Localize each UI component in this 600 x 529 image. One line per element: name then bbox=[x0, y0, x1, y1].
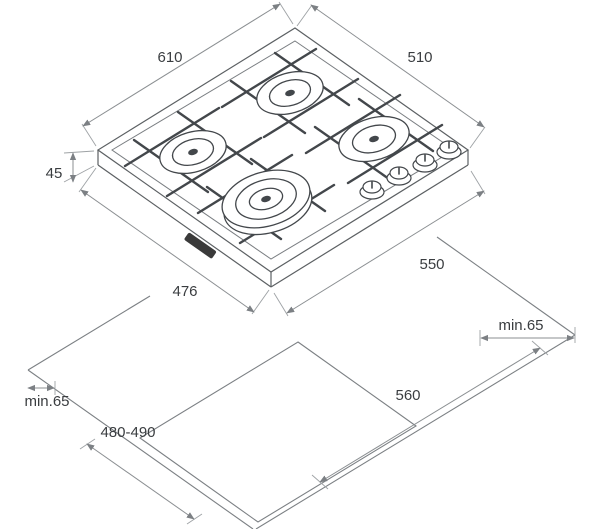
knob-3 bbox=[412, 153, 438, 173]
dim-hob-width: 610 bbox=[81, 1, 294, 147]
burner-left bbox=[159, 129, 227, 175]
worktop-cutout bbox=[139, 341, 417, 523]
dim-cutout-depth: 480-490 bbox=[79, 424, 203, 525]
dim-body-depth: 476 bbox=[78, 167, 270, 315]
dim-clearance-right: min.65 bbox=[479, 317, 576, 346]
dim-clearance-left: min.65 bbox=[24, 381, 70, 410]
worktop bbox=[27, 236, 576, 529]
clearance-right-label: min.65 bbox=[498, 317, 543, 334]
hob-height-label: 45 bbox=[46, 165, 63, 182]
hob bbox=[96, 27, 470, 288]
clearance-left-label: min.65 bbox=[24, 393, 69, 410]
cutout-depth-label: 480-490 bbox=[100, 424, 155, 441]
cutout-width-label: 560 bbox=[395, 387, 420, 404]
dim-hob-height: 45 bbox=[46, 150, 95, 183]
hob-width-label: 610 bbox=[157, 49, 182, 66]
hob-depth-label: 510 bbox=[407, 49, 432, 66]
control-knobs bbox=[359, 140, 462, 200]
body-depth-label: 476 bbox=[172, 283, 197, 300]
knob-2 bbox=[386, 166, 412, 186]
dim-hob-depth: 510 bbox=[296, 4, 486, 149]
body-width-label: 550 bbox=[419, 256, 444, 273]
dim-body-width: 550 bbox=[273, 170, 486, 317]
dim-cutout-width: 560 bbox=[311, 340, 549, 490]
knob-4 bbox=[436, 140, 462, 160]
